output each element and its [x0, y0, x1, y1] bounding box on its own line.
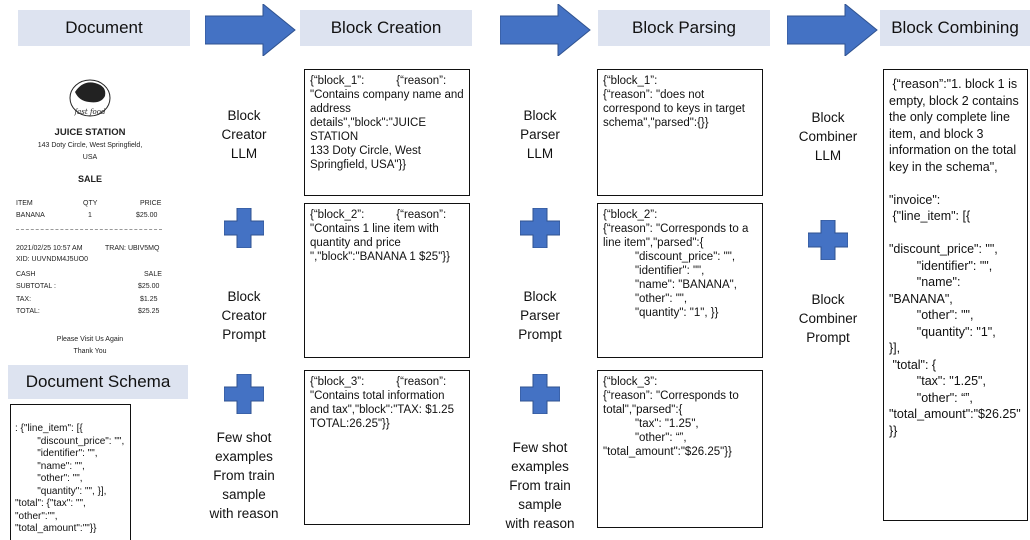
- creator-fewshot-label: Few shot examples From train sample with…: [209, 430, 279, 521]
- cash-label: CASH: [16, 271, 36, 278]
- address-line-1: 143 Doty Circle, West Springfield,: [37, 142, 143, 149]
- header-block-combining: Block Combining: [880, 10, 1030, 46]
- col-item: ITEM: [16, 200, 33, 207]
- col-price: PRICE: [140, 200, 162, 207]
- creation-block-1: {“block_1”: {“reason”: "Contains company…: [304, 69, 470, 196]
- tax-label: TAX:: [16, 296, 32, 303]
- footer-line-1: Please Visit Us Again: [56, 336, 124, 343]
- footer-line-2: Thank You: [73, 348, 107, 355]
- divider: [16, 229, 162, 230]
- sale-title: SALE: [77, 174, 102, 184]
- item-price: $25.00: [136, 212, 158, 219]
- header-block-creation: Block Creation: [300, 10, 472, 46]
- item-name: BANANA: [16, 212, 45, 219]
- header-document: Document: [18, 10, 190, 46]
- plus-icon: [808, 220, 848, 260]
- logo-icon: fast food: [69, 79, 111, 117]
- plus-icon: [224, 208, 264, 248]
- parser-prompt-label: Block Parser Prompt: [518, 289, 562, 342]
- parsing-block-1: {“block_1”: {“reason”: "does not corresp…: [597, 69, 763, 196]
- schema-box: : {"line_item": [{ "discount_price": "",…: [10, 404, 131, 540]
- col-qty: QTY: [83, 200, 98, 207]
- subtotal-label: SUBTOTAL :: [16, 283, 56, 290]
- datetime: 2021/02/25 10:57 AM: [16, 245, 83, 252]
- parser-fewshot-label: Few shot examples From train sample with…: [505, 440, 575, 531]
- creator-llm-label: Block Creator LLM: [221, 108, 267, 161]
- creation-block-3: {“block_3”: {“reason”: "Contains total i…: [304, 370, 470, 525]
- plus-icon: [224, 374, 264, 414]
- parser-llm-label: Block Parser LLM: [520, 108, 560, 161]
- creator-prompt-label: Block Creator Prompt: [221, 289, 267, 342]
- item-qty: 1: [88, 212, 92, 219]
- parsing-block-3: {“block_3”: {“reason”: "Corresponds to t…: [597, 370, 763, 528]
- schema-title: Document Schema: [8, 365, 188, 399]
- total-value: $25.25: [138, 308, 160, 315]
- plus-icon: [520, 374, 560, 414]
- combiner-llm-label: Block Combiner LLM: [798, 110, 858, 163]
- plus-icon: [520, 208, 560, 248]
- receipt: fast food JUICE STATION 143 Doty Circle,…: [0, 0, 190, 360]
- combiner-prompt-label: Block Combiner Prompt: [798, 292, 858, 345]
- company-name: JUICE STATION: [54, 127, 126, 138]
- total-label: TOTAL:: [16, 308, 40, 315]
- tran-id: TRAN: UBIV5MQ: [105, 245, 160, 252]
- tax-value: $1.25: [140, 296, 158, 303]
- arrow-icon: [205, 4, 296, 56]
- subtotal-value: $25.00: [138, 283, 160, 290]
- address-line-2: USA: [82, 154, 98, 161]
- arrow-icon: [500, 4, 591, 56]
- xid: XID: UUVNDM4J5UO0: [16, 256, 88, 263]
- parsing-block-2: {“block_2”: {“reason”: "Corresponds to a…: [597, 203, 763, 358]
- combining-output: {“reason”:"1. block 1 is empty, block 2 …: [883, 69, 1028, 521]
- cash-value: SALE: [144, 271, 162, 278]
- arrow-icon: [787, 4, 878, 56]
- logo-text: fast food: [74, 108, 106, 116]
- creation-block-2: {“block_2”: {“reason”: "Contains 1 line …: [304, 203, 470, 358]
- header-block-parsing: Block Parsing: [598, 10, 770, 46]
